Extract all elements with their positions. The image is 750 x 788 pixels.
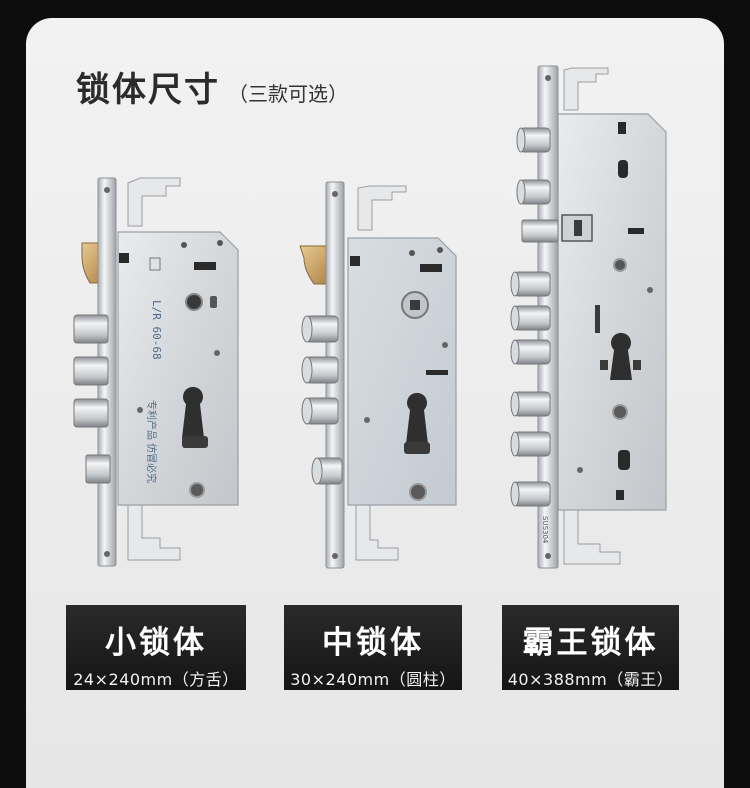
small-lock-label: 小锁体 24×240mm（方舌） bbox=[66, 605, 246, 690]
large-lock-spec: 40×388mm（霸王） bbox=[507, 670, 674, 689]
small-lock-body: L/R 60-68 专利产品 仿冒必究 bbox=[73, 177, 239, 567]
header: 锁体尺寸 （三款可选） bbox=[76, 62, 348, 111]
medium-lock-label: 中锁体 30×240mm（圆柱） bbox=[284, 605, 462, 690]
large-lock-material-marking: SUS304 bbox=[541, 516, 549, 544]
medium-lock-name: 中锁体 bbox=[322, 625, 424, 661]
medium-lock-body bbox=[299, 181, 457, 569]
page-subtitle: （三款可选） bbox=[228, 82, 348, 106]
medium-lock-spec: 30×240mm（圆柱） bbox=[290, 670, 456, 689]
large-lock-label: 霸王锁体 40×388mm（霸王） bbox=[502, 605, 679, 690]
page-title: 锁体尺寸 bbox=[76, 70, 220, 110]
large-lock-name: 霸王锁体 bbox=[522, 625, 659, 661]
small-lock-patent-marking: 专利产品 仿冒必究 bbox=[145, 400, 158, 483]
small-lock-name: 小锁体 bbox=[105, 625, 207, 661]
small-lock-model-marking: L/R 60-68 bbox=[150, 300, 163, 360]
small-lock-spec: 24×240mm（方舌） bbox=[73, 670, 239, 689]
large-lock-body: SUS304 bbox=[510, 65, 667, 569]
